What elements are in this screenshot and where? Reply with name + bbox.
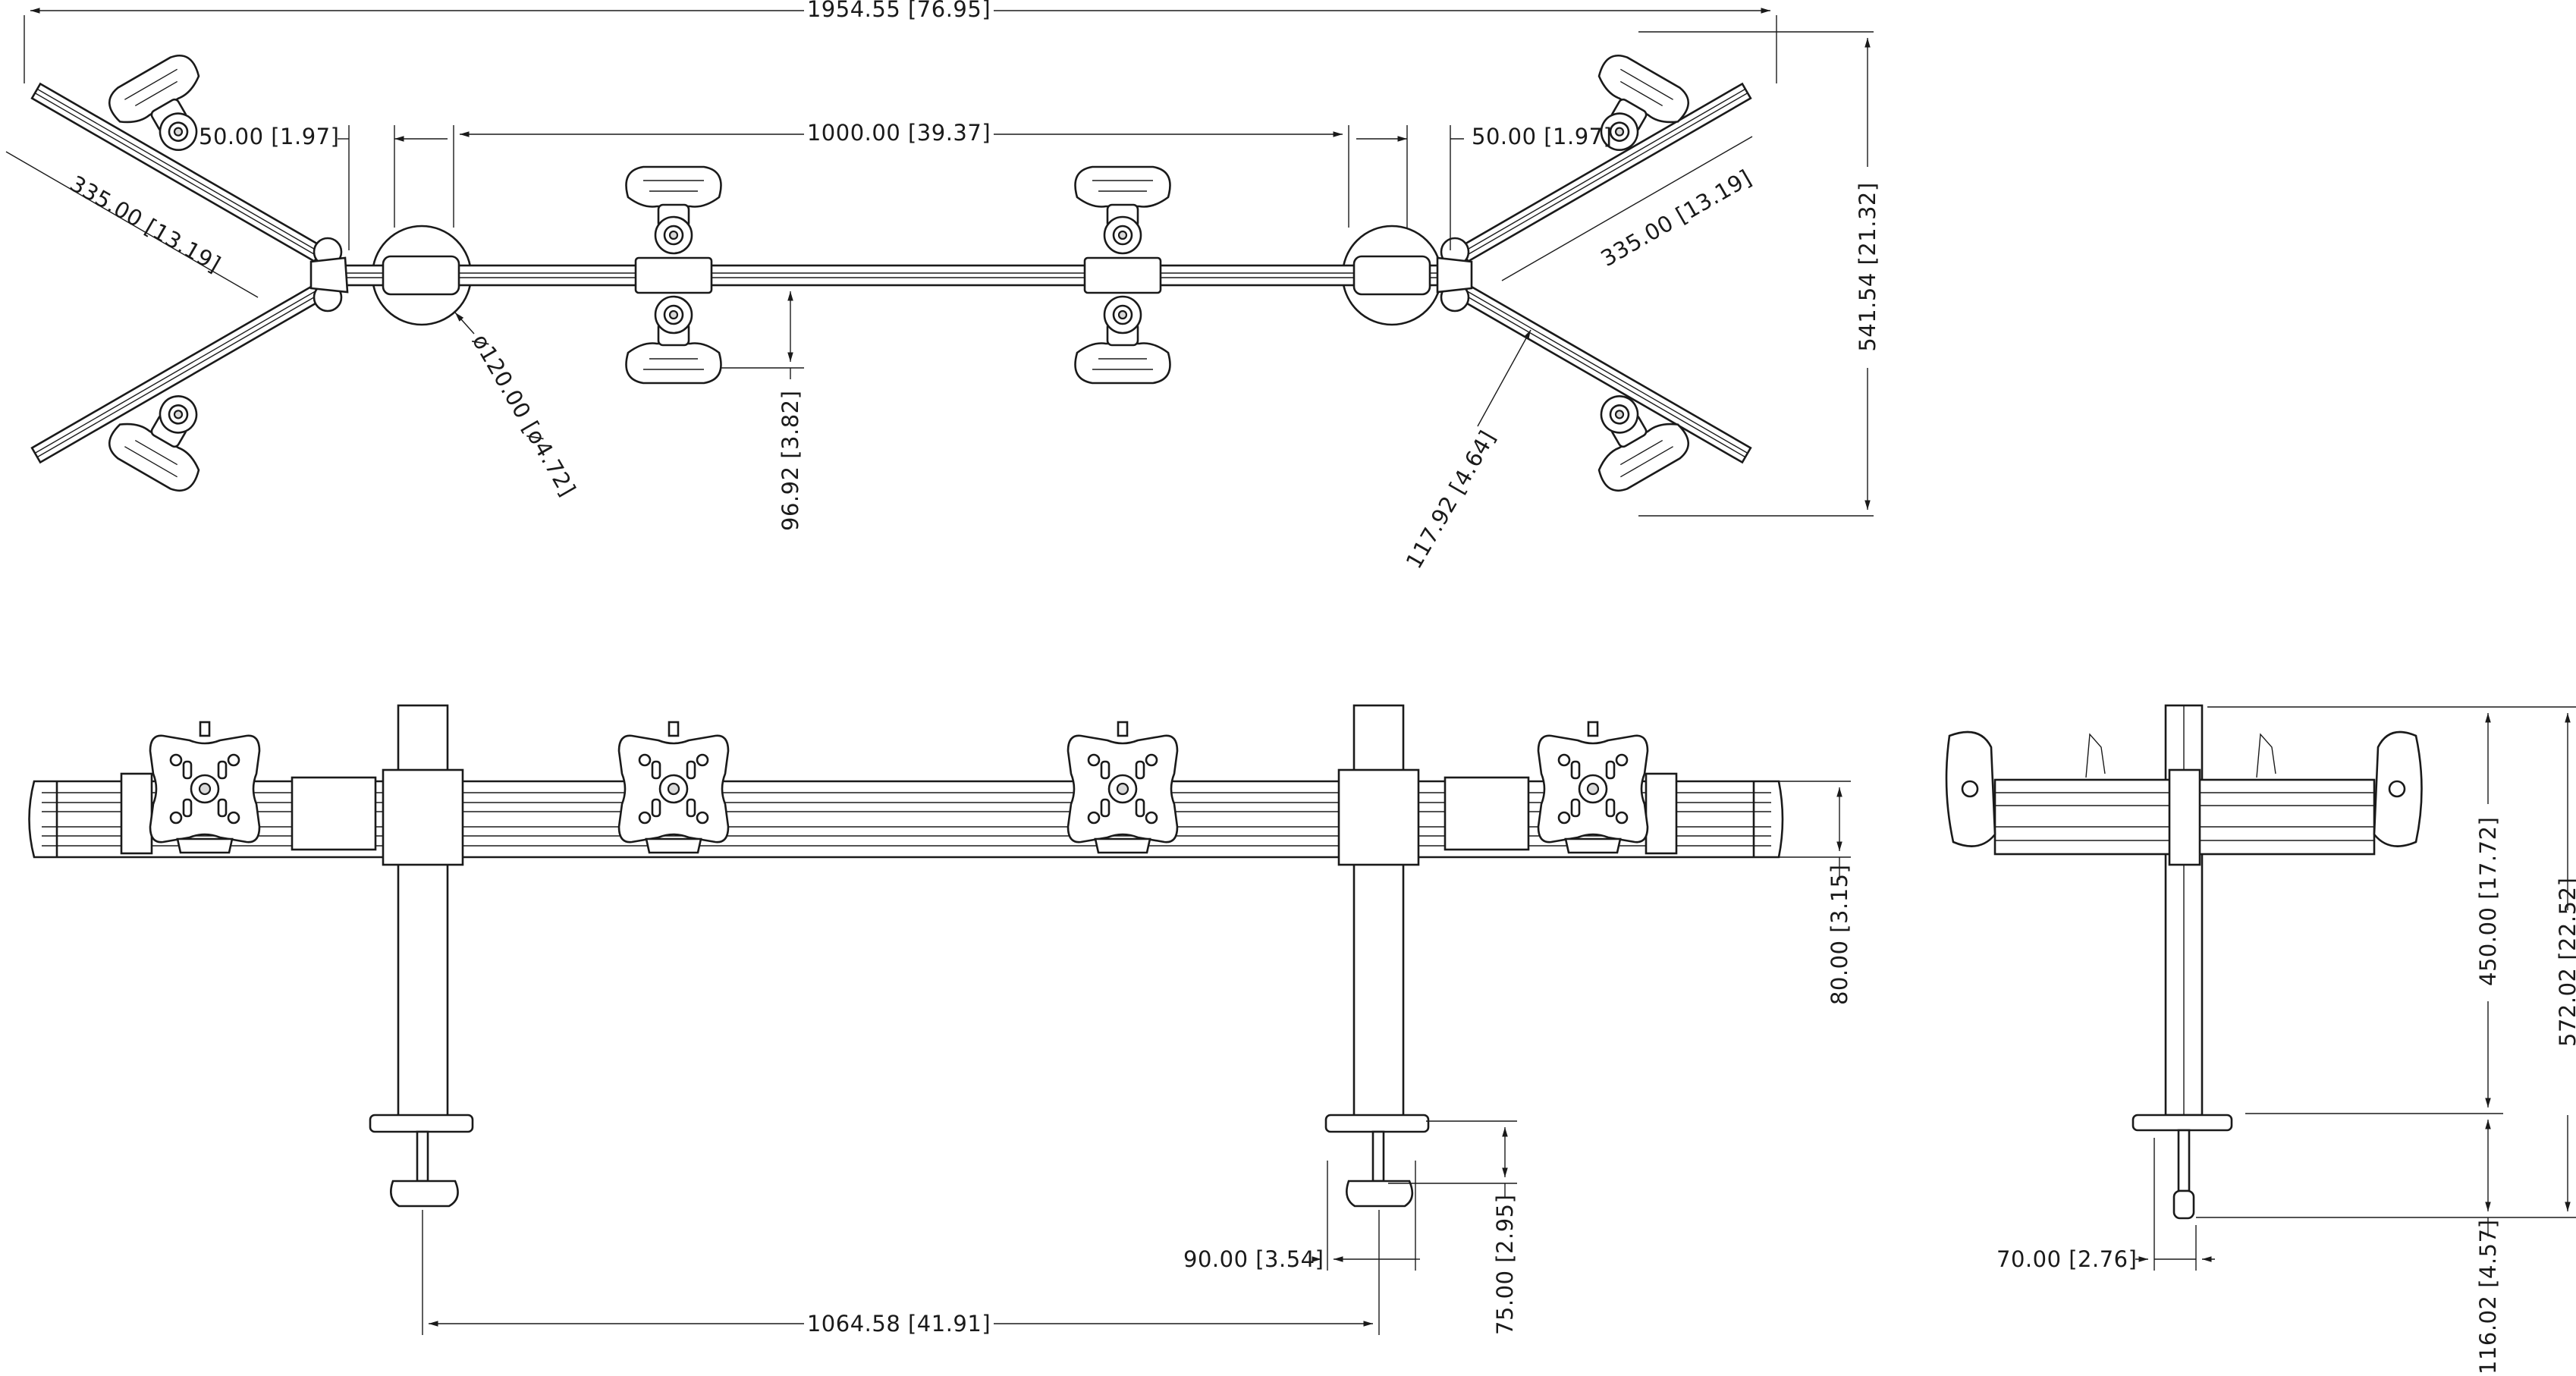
side-view <box>1945 704 2423 1220</box>
dim-clamp-width: 90.00 [3.54] <box>1183 1246 1324 1272</box>
dim-clamp-range: 116.02 [4.57] <box>2475 1220 2501 1374</box>
side-view-dimensions: 572.02 [22.52] 450.00 [17.72] 116.02 [4.… <box>1996 706 2576 1374</box>
front-view <box>28 704 1784 1208</box>
dim-bar-offset: 96.92 [3.82] <box>778 391 803 531</box>
top-view <box>30 48 1752 498</box>
front-view-dimensions: 80.00 [3.15] 75.00 [2.95] 90.00 [3.54] 1… <box>422 781 1852 1337</box>
dim-arm-offset: 117.92 [4.64] <box>1401 426 1501 573</box>
dim-bar-height: 80.00 [3.15] <box>1827 865 1852 1005</box>
dim-side-clamp-width: 70.00 [2.76] <box>1996 1246 2137 1272</box>
top-view-dimensions: 1954.55 [76.95] 1000.00 [39.37] 50.00 [1… <box>5 0 1880 573</box>
dim-pole-height: 450.00 [17.72] <box>2475 817 2501 986</box>
dim-pole-spacing: 1000.00 [39.37] <box>807 120 991 146</box>
dim-overall-depth: 541.54 [21.32] <box>1855 182 1880 351</box>
dim-clamp-spacing: 1064.58 [41.91] <box>807 1311 991 1337</box>
dim-overall-width: 1954.55 [76.95] <box>807 0 991 22</box>
dim-overall-height: 572.02 [22.52] <box>2555 878 2576 1047</box>
dim-pole-base-diameter: ø120.00 [ø4.72] <box>467 330 581 501</box>
dim-clamp-offset-right: 50.00 [1.97] <box>1472 124 1612 149</box>
dim-clamp-offset-left: 50.00 [1.97] <box>199 124 339 149</box>
dim-clamp-depth: 75.00 [2.95] <box>1492 1195 1518 1335</box>
